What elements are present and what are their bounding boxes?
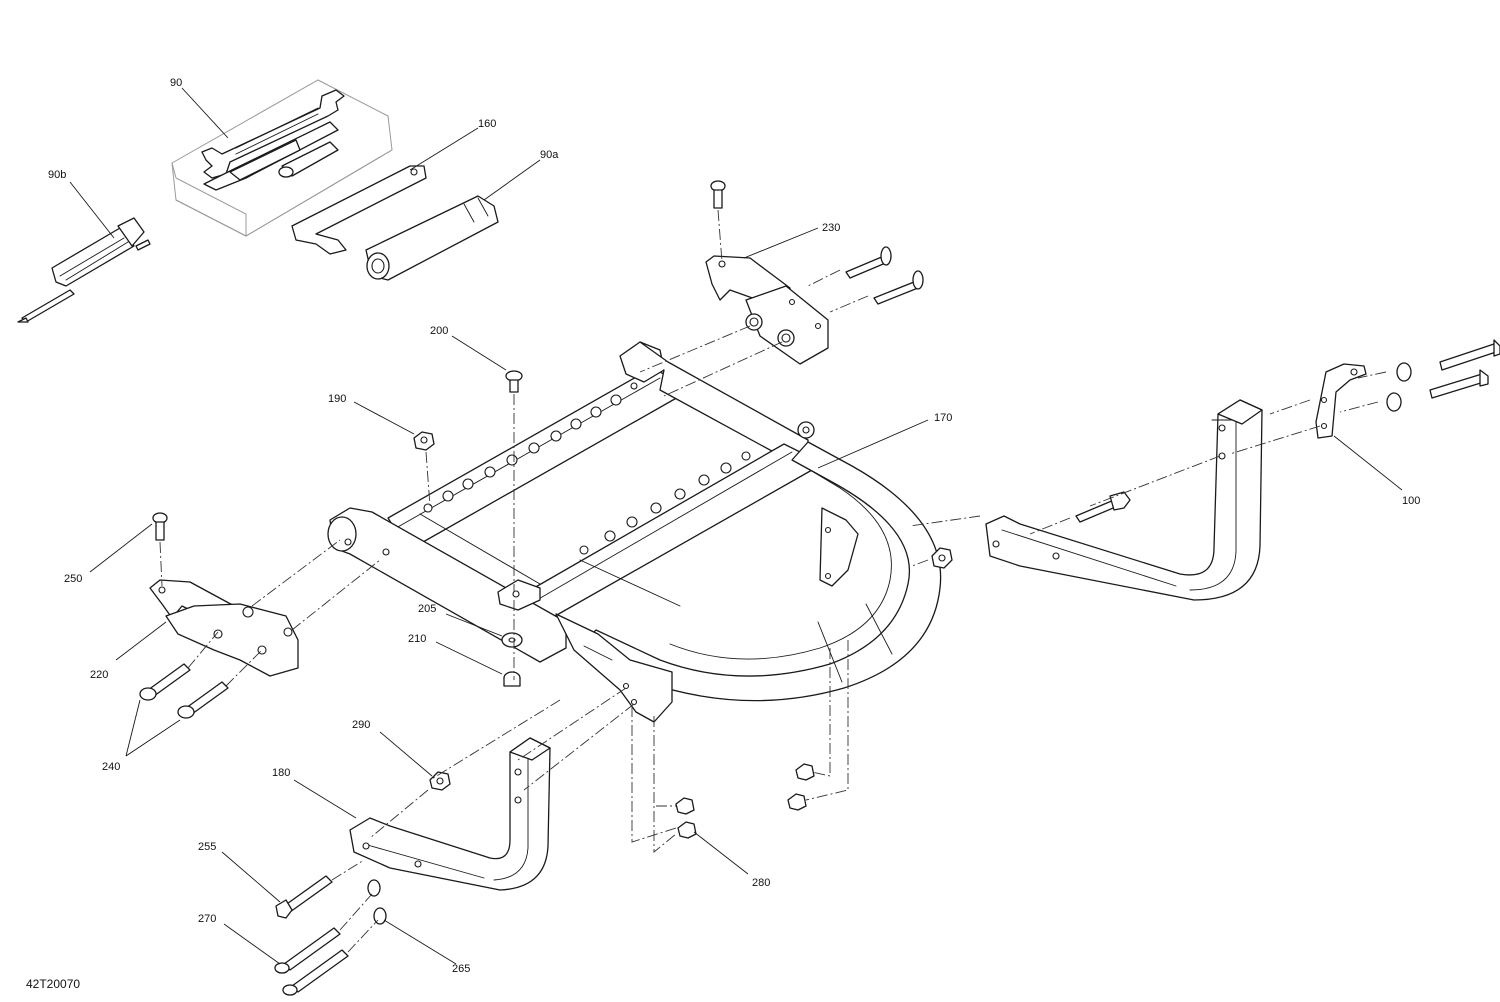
callout-labels: 90 90b 160 90a 230 200 190 170 100 250 2… — [48, 77, 1420, 975]
callout-265: 265 — [452, 963, 470, 975]
callout-205: 205 — [418, 603, 436, 615]
callout-90: 90 — [170, 77, 182, 89]
nut-210 — [503, 671, 521, 687]
bolts-270 — [274, 927, 349, 996]
callout-90b: 90b — [48, 169, 66, 181]
bolts-230 — [845, 246, 924, 305]
washer-205 — [501, 632, 523, 648]
screw-200 — [505, 370, 523, 393]
main-frame-170 — [327, 341, 942, 723]
left-bar-180 — [349, 737, 551, 891]
callout-290: 290 — [352, 719, 370, 731]
screw-230-top — [710, 180, 726, 209]
callout-230: 230 — [822, 222, 840, 234]
socket-tool — [278, 141, 339, 178]
bracket-220 — [149, 579, 299, 677]
callout-200: 200 — [430, 325, 448, 337]
callout-170: 170 — [934, 412, 952, 424]
wrench-tool — [201, 89, 345, 179]
callout-240: 240 — [102, 761, 120, 773]
screw-250 — [152, 512, 168, 541]
callout-270: 270 — [198, 913, 216, 925]
callout-100: 100 — [1402, 495, 1420, 507]
callout-160: 160 — [478, 118, 496, 130]
callout-90a: 90a — [540, 149, 559, 161]
bracket-230 — [705, 255, 829, 365]
document-id: 42T20070 — [26, 977, 80, 991]
bolts-240 — [139, 663, 229, 719]
pliers-tool — [203, 121, 339, 191]
leader-lines — [69, 87, 1403, 965]
callout-280: 280 — [752, 877, 770, 889]
tube-wrench-tool — [365, 195, 499, 281]
callout-220: 220 — [90, 669, 108, 681]
washers-265 — [367, 879, 387, 925]
callout-210: 210 — [408, 633, 426, 645]
nut-190 — [413, 431, 435, 451]
callout-255: 255 — [198, 841, 216, 853]
bolt-right-bar — [1075, 491, 1131, 523]
nuts-280 — [675, 763, 815, 839]
spanner-tool — [291, 165, 427, 255]
bolts-100 — [1386, 339, 1500, 412]
screwdriver-tool — [17, 217, 151, 323]
bracket-100 — [1315, 363, 1367, 439]
callout-250: 250 — [64, 573, 82, 585]
nut-right-bar — [931, 547, 953, 569]
right-bar-assembly — [985, 399, 1263, 601]
callout-190: 190 — [328, 393, 346, 405]
nut-290 — [429, 771, 451, 791]
tool-kit-case — [171, 79, 393, 237]
assembly-axes — [159, 209, 1387, 953]
bolt-255 — [275, 875, 333, 919]
callout-180: 180 — [272, 767, 290, 779]
